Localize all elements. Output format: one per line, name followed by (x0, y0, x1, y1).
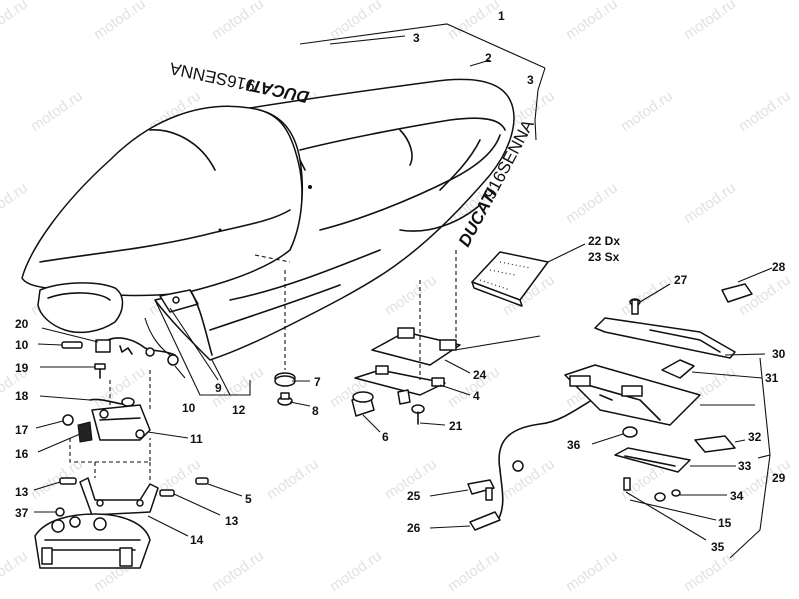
callout-34: 34 (730, 489, 744, 503)
callout-13-right: 13 (225, 514, 239, 528)
watermark-text: motod.ru (28, 455, 86, 503)
top-decal-model: 916SENNA (167, 58, 257, 95)
callout-37: 37 (15, 506, 29, 520)
watermark-text: motod.ru (382, 271, 440, 319)
leader-lines-left (33, 299, 471, 537)
tail-light-assembly (429, 267, 773, 559)
callout-13-left: 13 (15, 485, 29, 499)
callout-8: 8 (312, 404, 319, 418)
callout-15: 15 (718, 516, 732, 530)
callout-26: 26 (407, 521, 421, 535)
watermark-text: motod.ru (500, 455, 558, 503)
watermark-text: motod.ru (264, 455, 322, 503)
watermark-text: motod.ru (0, 179, 31, 227)
watermark-text: motod.ru (563, 179, 621, 227)
watermark-text: motod.ru (209, 547, 267, 595)
watermark-text: motod.ru (0, 0, 31, 43)
lock-mechanism (34, 337, 209, 569)
callout-3-top: 3 (413, 31, 420, 45)
callout-2: 2 (485, 51, 492, 65)
callout-18: 18 (15, 389, 29, 403)
watermark-text: motod.ru (0, 547, 31, 595)
foam-pad (471, 251, 549, 307)
watermark-text: motod.ru (563, 547, 621, 595)
callout-29: 29 (772, 471, 786, 485)
watermark-text: motod.ru (681, 0, 739, 43)
callout-22: 22 Dx (588, 234, 620, 248)
watermark-text: motod.ru (736, 87, 794, 135)
rubber-bush-7 (274, 372, 296, 387)
callout-19: 19 (15, 361, 29, 375)
callout-5: 5 (245, 492, 252, 506)
watermark-text: motod.ru (681, 547, 739, 595)
callout-20: 20 (15, 317, 29, 331)
rubber-plug (351, 391, 375, 417)
watermark-text: motod.ru (327, 547, 385, 595)
callout-21: 21 (449, 419, 463, 433)
watermark-text: motod.ru (445, 547, 503, 595)
watermark-text: motod.ru (445, 0, 503, 43)
watermark-text: motod.ru (209, 0, 267, 43)
callout-12: 12 (232, 403, 246, 417)
callout-28: 28 (772, 260, 786, 274)
callout-10-right: 10 (182, 401, 196, 415)
watermark-text: motod.ru (28, 87, 86, 135)
callout-35: 35 (711, 540, 725, 554)
watermark-text: motod.ru (618, 271, 676, 319)
callout-16: 16 (15, 447, 29, 461)
callout-27: 27 (674, 273, 688, 287)
watermark-text: motod.ru (618, 87, 676, 135)
watermark-text: motod.ru (91, 0, 149, 43)
callout-11: 11 (190, 432, 203, 446)
watermark-text: motod.ru (563, 0, 621, 43)
callout-23: 23 Sx (588, 250, 620, 264)
seat-assembly (21, 78, 515, 361)
callout-3-right: 3 (527, 73, 534, 87)
callout-14: 14 (190, 533, 204, 547)
callout-25: 25 (407, 489, 421, 503)
watermark-text: motod.ru (681, 179, 739, 227)
callout-labels: 1 2 3 3 22 Dx 23 Sx 27 28 30 31 32 33 29… (15, 9, 786, 554)
callout-30: 30 (772, 347, 786, 361)
callout-10-left: 10 (15, 338, 29, 352)
callout-1: 1 (498, 9, 505, 23)
callout-7: 7 (314, 375, 321, 389)
callout-4: 4 (473, 389, 480, 403)
callout-33: 33 (738, 459, 752, 473)
screw-21 (411, 404, 425, 425)
callout-32: 32 (748, 430, 762, 444)
callout-17: 17 (15, 423, 29, 437)
callout-24: 24 (473, 368, 487, 382)
callout-9: 9 (215, 381, 222, 395)
bolt-8 (277, 392, 293, 406)
center-brackets (354, 250, 461, 405)
callout-6: 6 (382, 430, 389, 444)
callout-36: 36 (567, 438, 581, 452)
callout-31: 31 (765, 371, 779, 385)
